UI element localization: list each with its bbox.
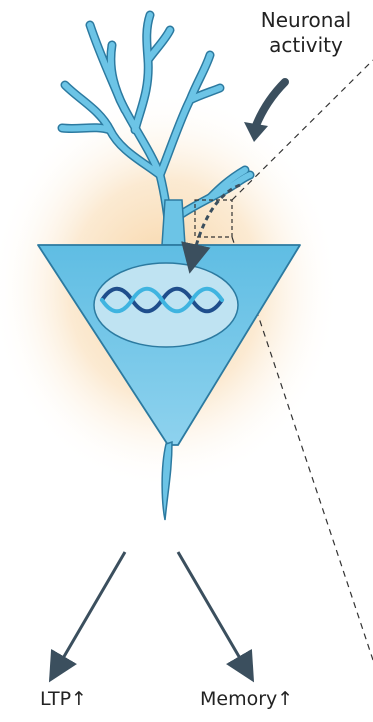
neuronal-activity-line1: Neuronal (247, 8, 365, 33)
memory-arrow (178, 552, 248, 672)
up-arrow-icon: ↑ (71, 688, 87, 710)
ltp-label: LTP↑ (40, 688, 87, 710)
ltp-arrow (55, 552, 125, 672)
up-arrow-icon: ↑ (277, 688, 293, 710)
apical-trunk (162, 200, 185, 245)
neuronal-activity-label: Neuronal activity (247, 8, 365, 58)
memory-text: Memory (200, 688, 277, 710)
memory-label: Memory↑ (200, 688, 293, 710)
curved-arrow-icon (255, 82, 285, 128)
ltp-text: LTP (40, 688, 71, 710)
neuronal-activity-line2: activity (247, 33, 365, 58)
